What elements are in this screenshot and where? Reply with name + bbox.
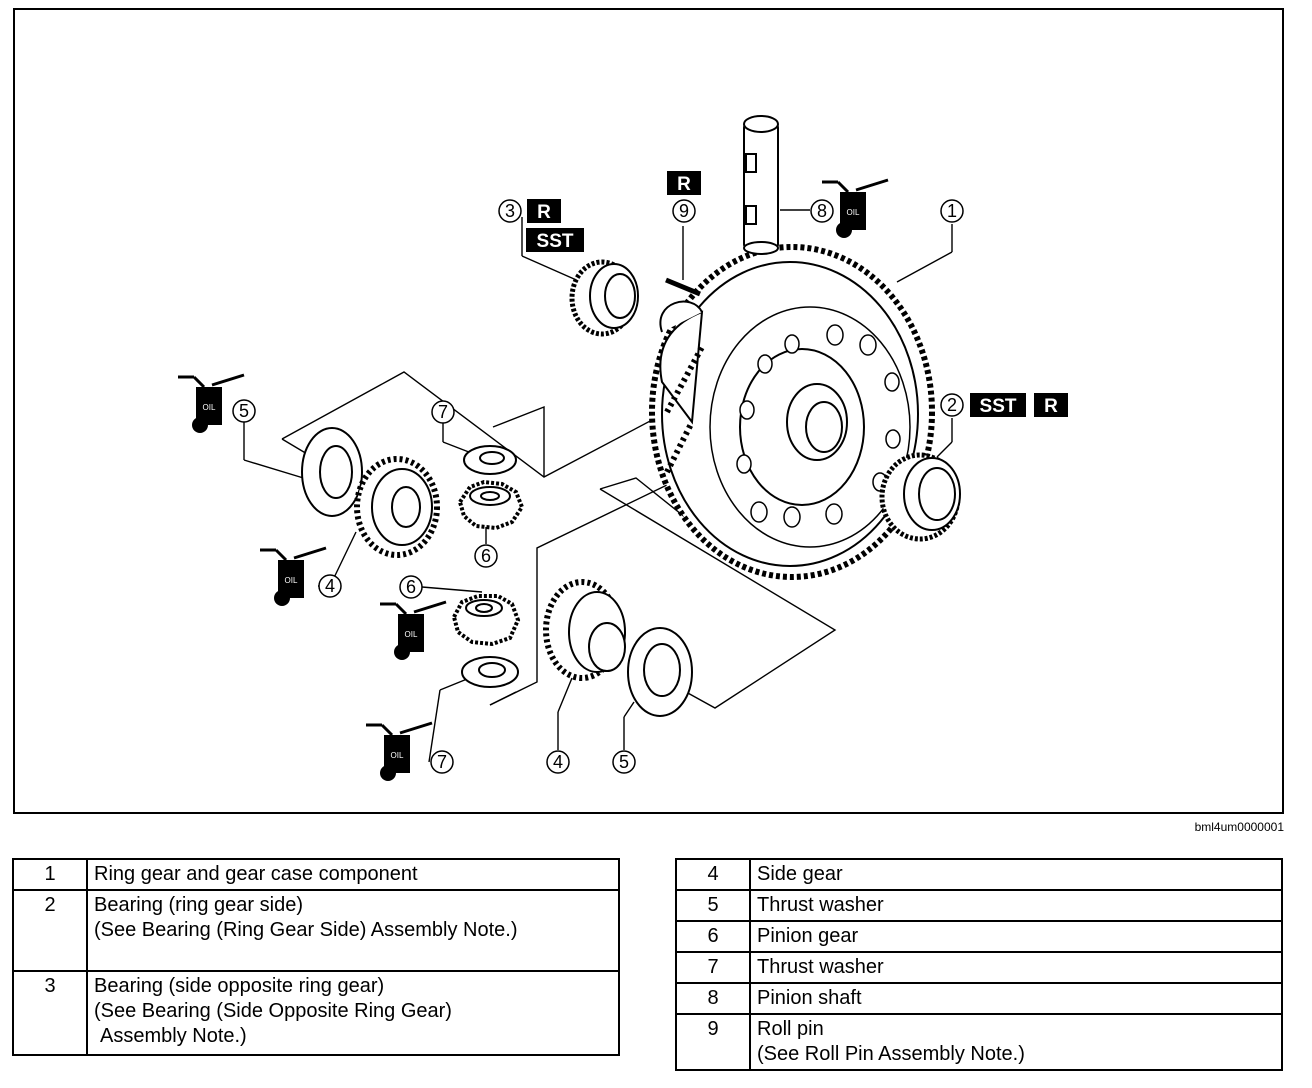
thrust-washer-upper [301,427,363,517]
table-row: 3 Bearing (side opposite ring gear) (See… [12,970,620,1056]
legend-line: Side gear [757,863,843,885]
callout-6b: 6 [406,577,416,597]
callout-7a: 7 [438,402,448,422]
r-badge: R [677,174,691,195]
diagram-frame: 3 9 8 1 2 5 7 6 4 6 7 4 5 R SST R SST R … [13,8,1284,814]
svg-text:OIL: OIL [847,208,860,217]
callout-8: 8 [817,201,827,221]
oil-can-icon: OIL [364,721,434,783]
callout-4a: 4 [325,576,335,596]
legend-description: Thrust washer [749,889,1283,922]
legend-number: 5 [675,889,751,922]
svg-text:OIL: OIL [405,630,418,639]
legend-number: 1 [12,858,88,891]
legend-description: Ring gear and gear case component [86,858,620,891]
callout-6a: 6 [481,546,491,566]
legend-description: Roll pin (See Roll Pin Assembly Note.) [749,1013,1283,1071]
legend-number: 3 [12,970,88,1056]
legend-table-right: 4 Side gear 5 Thrust washer 6 Pinion gea… [675,858,1283,1071]
legend-description: Side gear [749,858,1283,891]
badges: R SST R SST R [526,171,1068,417]
table-row: 2 Bearing (ring gear side) (See Bearing … [12,889,620,972]
oil-can-icon: OIL [820,178,890,240]
r-badge: R [537,202,551,223]
callout-5b: 5 [619,752,629,772]
legend-number: 8 [675,982,751,1015]
legend-line: (See Bearing (Side Opposite Ring Gear) [94,1000,452,1022]
side-gear-upper [354,456,440,558]
callout-7b: 7 [437,752,447,772]
sst-badge: SST [980,396,1017,417]
legend-line: Pinion gear [757,925,859,947]
table-row: 1 Ring gear and gear case component [12,858,620,891]
legend-line: Thrust washer [757,894,884,916]
table-row: 5 Thrust washer [675,889,1283,922]
legend-line: Bearing (side opposite ring gear) [94,975,385,997]
table-row: 9 Roll pin (See Roll Pin Assembly Note.) [675,1013,1283,1071]
oil-can-icon: OIL [378,600,448,662]
svg-text:OIL: OIL [203,403,216,412]
bearing-ring-gear-side [879,452,961,542]
side-gear-lower [543,579,626,681]
pinion-gear-lower [451,594,521,647]
callout-2: 2 [947,395,957,415]
callout-3: 3 [505,201,515,221]
callout-4b: 4 [553,752,563,772]
legend-line: (See Roll Pin Assembly Note.) [757,1043,1025,1065]
callout-1: 1 [947,201,957,221]
figure-id: bml4um0000001 [1194,820,1284,834]
exploded-view-diagram: 3 9 8 1 2 5 7 6 4 6 7 4 5 R SST R SST R … [176,115,1068,783]
r-badge: R [1044,396,1058,417]
thrust-washer-7-lower [461,656,519,688]
legend-number: 7 [675,951,751,984]
legend-line: Roll pin [757,1018,824,1040]
legend-number: 4 [675,858,751,891]
legend-line: Assembly Note.) [100,1025,247,1047]
roll-pin [665,277,701,297]
pinion-shaft [743,115,779,255]
legend-line: Thrust washer [757,956,884,978]
legend-number: 9 [675,1013,751,1071]
legend-number: 6 [675,920,751,953]
legend-line: Bearing (ring gear side) [94,894,303,916]
svg-text:OIL: OIL [391,751,404,760]
bearing-opposite-ring-gear [569,259,639,337]
callout-5a: 5 [239,401,249,421]
legend-description: Pinion gear [749,920,1283,953]
ring-gear-case [649,244,935,580]
table-row: 6 Pinion gear [675,920,1283,953]
legend-description: Thrust washer [749,951,1283,984]
table-row: 8 Pinion shaft [675,982,1283,1015]
legend-description: Bearing (ring gear side) (See Bearing (R… [86,889,620,972]
legend-table-left: 1 Ring gear and gear case component 2 Be… [12,858,620,1056]
legend-line: (See Bearing (Ring Gear Side) Assembly N… [94,919,518,941]
oil-can-icon: OIL [258,546,328,608]
legend-line: Ring gear and gear case component [94,863,418,885]
callout-9: 9 [679,201,689,221]
oil-can-icon: OIL [176,373,246,435]
table-row: 4 Side gear [675,858,1283,891]
thrust-washer-7-upper [463,445,517,475]
legend-number: 2 [12,889,88,972]
oil-icons: OIL OIL OIL OIL OIL [176,178,890,783]
pinion-gear-upper [457,479,525,531]
legend-line: Pinion shaft [757,987,862,1009]
svg-text:OIL: OIL [285,576,298,585]
callout-markers [232,199,964,774]
legend-description: Bearing (side opposite ring gear) (See B… [86,970,620,1056]
legend-description: Pinion shaft [749,982,1283,1015]
table-row: 7 Thrust washer [675,951,1283,984]
thrust-washer-lower [627,627,693,717]
sst-badge: SST [537,231,574,252]
